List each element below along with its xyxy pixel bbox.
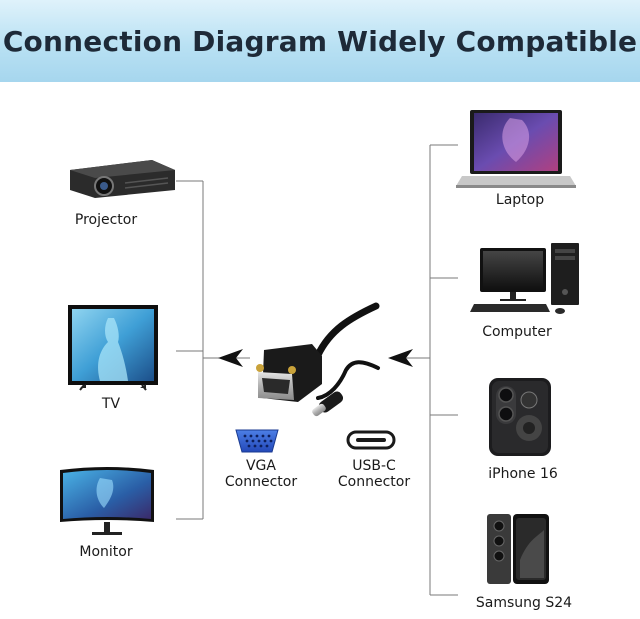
input-label-laptop: Laptop: [495, 192, 545, 208]
usbc-connector-label: USB-C Connector: [329, 458, 419, 490]
vga-connector-label: VGA Connector: [216, 458, 306, 490]
output-label-tv: TV: [101, 396, 121, 412]
input-label-iphone: iPhone 16: [488, 466, 558, 482]
usbc-label-line1: USB-C: [352, 458, 396, 474]
output-label-projector: Projector: [74, 212, 138, 228]
vga-label-line2: Connector: [224, 474, 298, 490]
vga-label-line1: VGA: [245, 458, 276, 474]
usbc-port-icon: [346, 430, 396, 450]
arrow-left-icon: [388, 349, 413, 367]
monitor-icon: [60, 467, 154, 535]
iphone-icon: [489, 378, 551, 456]
connection-lines: [176, 144, 458, 596]
laptop-icon: [456, 110, 576, 188]
input-label-samsung: Samsung S24: [475, 595, 573, 611]
input-label-computer: Computer: [482, 324, 552, 340]
desktop-computer-icon: [470, 243, 579, 314]
vga-port-icon: [235, 429, 279, 453]
output-label-monitor: Monitor: [79, 544, 133, 560]
tv-icon: [68, 305, 158, 391]
title-banner: Connection Diagram Widely Compatible: [0, 0, 640, 82]
projector-icon: [70, 160, 175, 198]
samsung-phone-icon: [487, 514, 549, 584]
adapter-cable-icon: [256, 302, 380, 417]
page-title: Connection Diagram Widely Compatible: [2, 24, 638, 58]
usbc-label-line2: Connector: [337, 474, 411, 490]
arrow-left-icon: [218, 349, 243, 367]
